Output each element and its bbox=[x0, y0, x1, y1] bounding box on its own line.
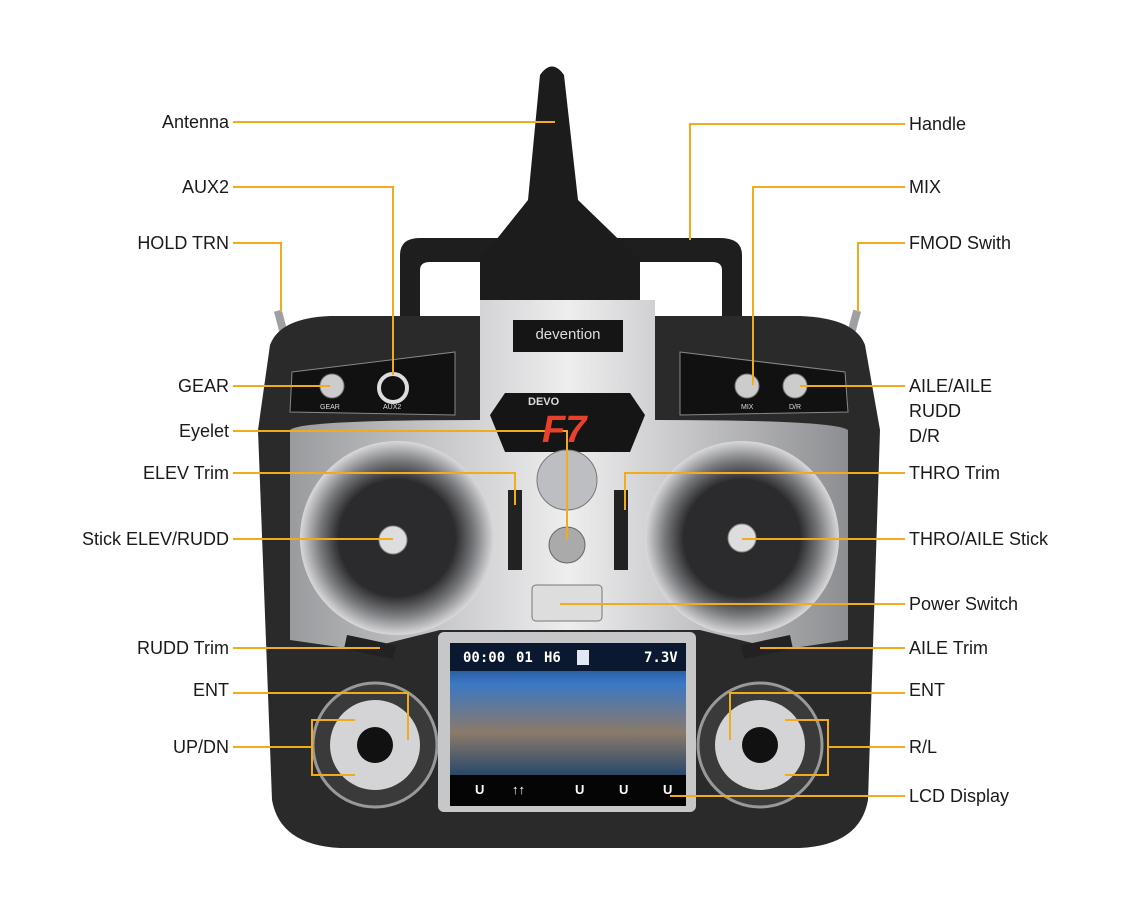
label-rudd-trim: RUDD Trim bbox=[137, 638, 229, 658]
model-prefix: DEVO bbox=[528, 396, 560, 408]
label-ent-right: ENT bbox=[909, 680, 945, 700]
label-thro-aile-stick: THRO/AILE Stick bbox=[909, 529, 1049, 549]
lcd-icon: U bbox=[663, 782, 673, 797]
label-stick-elev-rudd: Stick ELEV/RUDD bbox=[81, 529, 229, 549]
label-ent-left: ENT bbox=[193, 680, 229, 700]
label-power-switch: Power Switch bbox=[909, 594, 1019, 614]
label-aile-trim: AILE Trim bbox=[909, 638, 989, 658]
lcd-model-number: 01 bbox=[516, 650, 533, 666]
right-switch-panel bbox=[679, 351, 849, 416]
lcd-voltage: 7.3V bbox=[644, 650, 678, 666]
lcd-mode: H6 bbox=[544, 650, 561, 666]
left-switch-panel bbox=[289, 351, 456, 416]
lcd-icon: ↑↑ bbox=[512, 782, 525, 797]
label-aile-aile: AILE/AILE bbox=[909, 376, 993, 396]
aux2-panel-label: AUX2 bbox=[383, 404, 402, 411]
lcd-timer: 00:00 bbox=[463, 650, 506, 666]
label-hold-trn: HOLD TRN bbox=[137, 233, 229, 253]
lcd-icon: U bbox=[619, 782, 629, 797]
label-fmod-switch: FMOD Swith bbox=[909, 233, 1012, 253]
logo-plate bbox=[513, 320, 623, 352]
leader-lines bbox=[233, 121, 905, 797]
label-antenna: Antenna bbox=[161, 112, 229, 132]
label-up-dn: UP/DN bbox=[172, 737, 229, 757]
dr-panel-label: D/R bbox=[789, 404, 802, 411]
label-eyelet: Eyelet bbox=[178, 421, 229, 441]
lcd-model-icon bbox=[577, 650, 589, 665]
elev-trim bbox=[508, 490, 522, 570]
gear-panel-label: GEAR bbox=[320, 404, 340, 411]
label-gear: GEAR bbox=[177, 376, 229, 396]
label-r-l: R/L bbox=[909, 737, 938, 757]
mix-switch bbox=[734, 373, 760, 399]
aux2-knob bbox=[377, 372, 409, 404]
label-elev-trim: ELEV Trim bbox=[142, 463, 229, 483]
brand-logo: devention bbox=[535, 326, 601, 343]
lcd-icon: U bbox=[575, 782, 585, 797]
label-handle: Handle bbox=[909, 114, 967, 134]
label-aux2: AUX2 bbox=[181, 177, 229, 197]
label-rudd: RUDD bbox=[909, 401, 961, 421]
model-name: F7 bbox=[542, 409, 587, 451]
label-dr: D/R bbox=[909, 426, 940, 446]
antenna bbox=[480, 66, 640, 300]
label-mix: MIX bbox=[909, 177, 942, 197]
model-badge bbox=[490, 393, 645, 452]
label-thro-trim: THRO Trim bbox=[909, 463, 1000, 483]
mix-panel-label: MIX bbox=[741, 404, 754, 411]
lcd-icon: U bbox=[475, 782, 485, 797]
label-lcd-display: LCD Display bbox=[909, 786, 1010, 806]
